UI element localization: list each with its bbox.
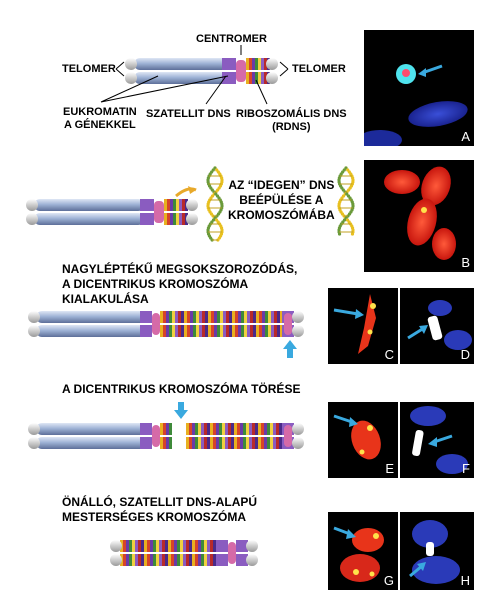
centromer-label: CENTROMER [196,33,267,45]
panel-label-g: G [383,573,394,588]
micrograph-panel-h: H [400,512,474,590]
chromosome-row2 [26,186,198,225]
riboszomalis-label: RIBOSZOMÁLIS DNS (rDNS) [236,108,347,133]
micrograph-panel-b: B [364,160,474,272]
dna-helix-left [206,166,224,242]
chromosome-row3 [28,311,304,358]
chromosome-row4 [28,402,304,449]
caption-idegen: AZ “IDEGEN” DNS BEÉPÜLÉSE A KROMOSZÓMÁBA [228,178,335,222]
panel-label-e: E [385,461,394,476]
telomer-left-label: TELOMER [62,63,116,75]
micrograph-panel-a: A [364,30,474,146]
caption-torese: A DICENTRIKUS KROMOSZÓMA TÖRÉSE [62,382,301,396]
eukromatin-label: EUKROMATIN A GÉNEKKEL [63,106,137,131]
panel-label-b: B [461,255,470,270]
micrograph-panel-g: G [328,512,398,590]
panel-label-d: D [460,347,470,362]
panel-label-c: C [384,347,394,362]
down-arrow-icon [174,402,188,419]
micrograph-panel-e: E [328,402,398,478]
micrograph-panel-f: F [400,402,474,478]
panel-label-f: F [462,461,470,476]
telomer-right-label: TELOMER [292,63,346,75]
szatellit-label: SZATELLIT DNS [146,108,231,120]
chromosome-row5 [110,540,258,566]
micrograph-panel-d: D [400,288,474,364]
dna-helix-right [337,166,355,236]
chromosome-row1 [125,58,278,84]
caption-nagylepteku: NAGYLÉPTÉKŰ MEGSOKSZOROZÓDÁS, A DICENTRI… [62,262,298,306]
label-lines-row1 [100,45,289,105]
up-arrow-icon [283,340,297,358]
panel-label-h: H [460,573,470,588]
micrograph-panel-c: C [328,288,398,364]
panel-label-a: A [461,129,470,144]
caption-onallo: ÖNÁLLÓ, SZATELLIT DNS-ALAPÚ MESTERSÉGES … [62,495,258,524]
